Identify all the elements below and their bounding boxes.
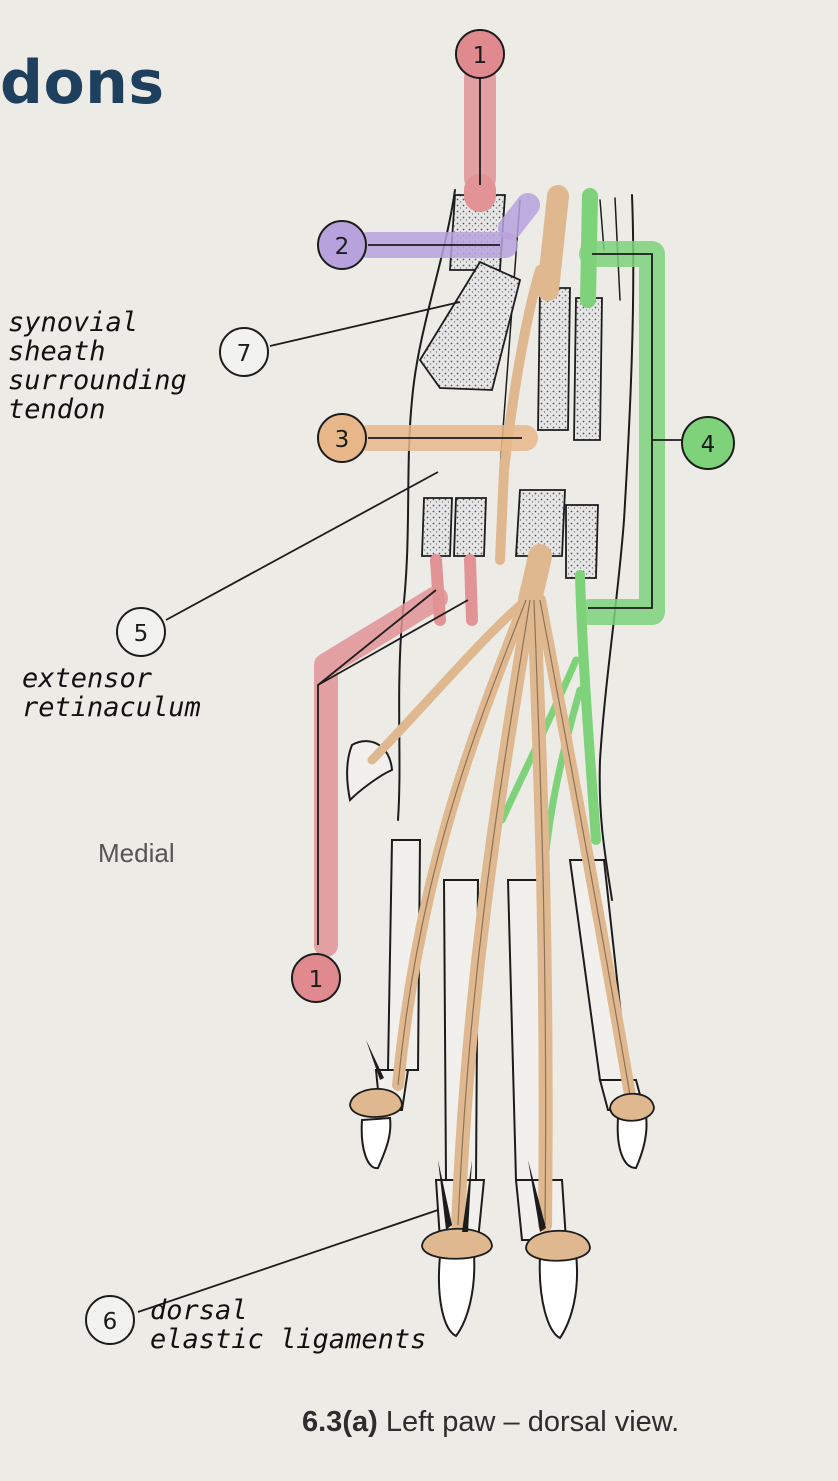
annotation-extensor-retinaculum: extensor retinaculum [22,663,201,723]
dorsal-elastic-ligaments [366,1040,546,1232]
callout-1-top-label: 1 [473,43,488,69]
callout-7: 7 [219,327,269,377]
tendon-insertions [349,1087,655,1262]
callout-1-bottom: 1 [291,953,341,1003]
callout-5-label: 5 [134,621,149,647]
callout-4: 4 [681,416,735,470]
callout-4-label: 4 [701,432,716,458]
purple-swatch [498,193,540,240]
figure-caption: 6.3(a) Left paw – dorsal view. [302,1406,679,1439]
section-heading: dons [0,48,165,118]
callout-3: 3 [317,413,367,463]
callout-2: 2 [317,220,367,270]
callout-5: 5 [116,607,166,657]
leader-lines [137,78,682,1313]
callout-6: 6 [85,1295,135,1345]
digit-bones [374,839,646,1241]
callout-6-label: 6 [103,1309,118,1335]
figure-number: 6.3(a) [302,1406,378,1438]
callout-3-label: 3 [335,427,350,453]
tendon-outlines [397,599,631,1226]
callout-1-top: 1 [455,29,505,79]
callout-1-bottom-label: 1 [309,967,324,993]
claws [360,1114,648,1340]
annotation-dorsal-elastic-ligaments: dorsal elastic ligaments [150,1295,427,1355]
callout-2-label: 2 [335,234,350,260]
medial-label: Medial [98,838,175,868]
callout-7-label: 7 [237,341,252,367]
annotation-synovial-sheath: synovial sheath surrounding tendon [8,307,187,425]
caption-text: Left paw – dorsal view. [377,1406,680,1438]
